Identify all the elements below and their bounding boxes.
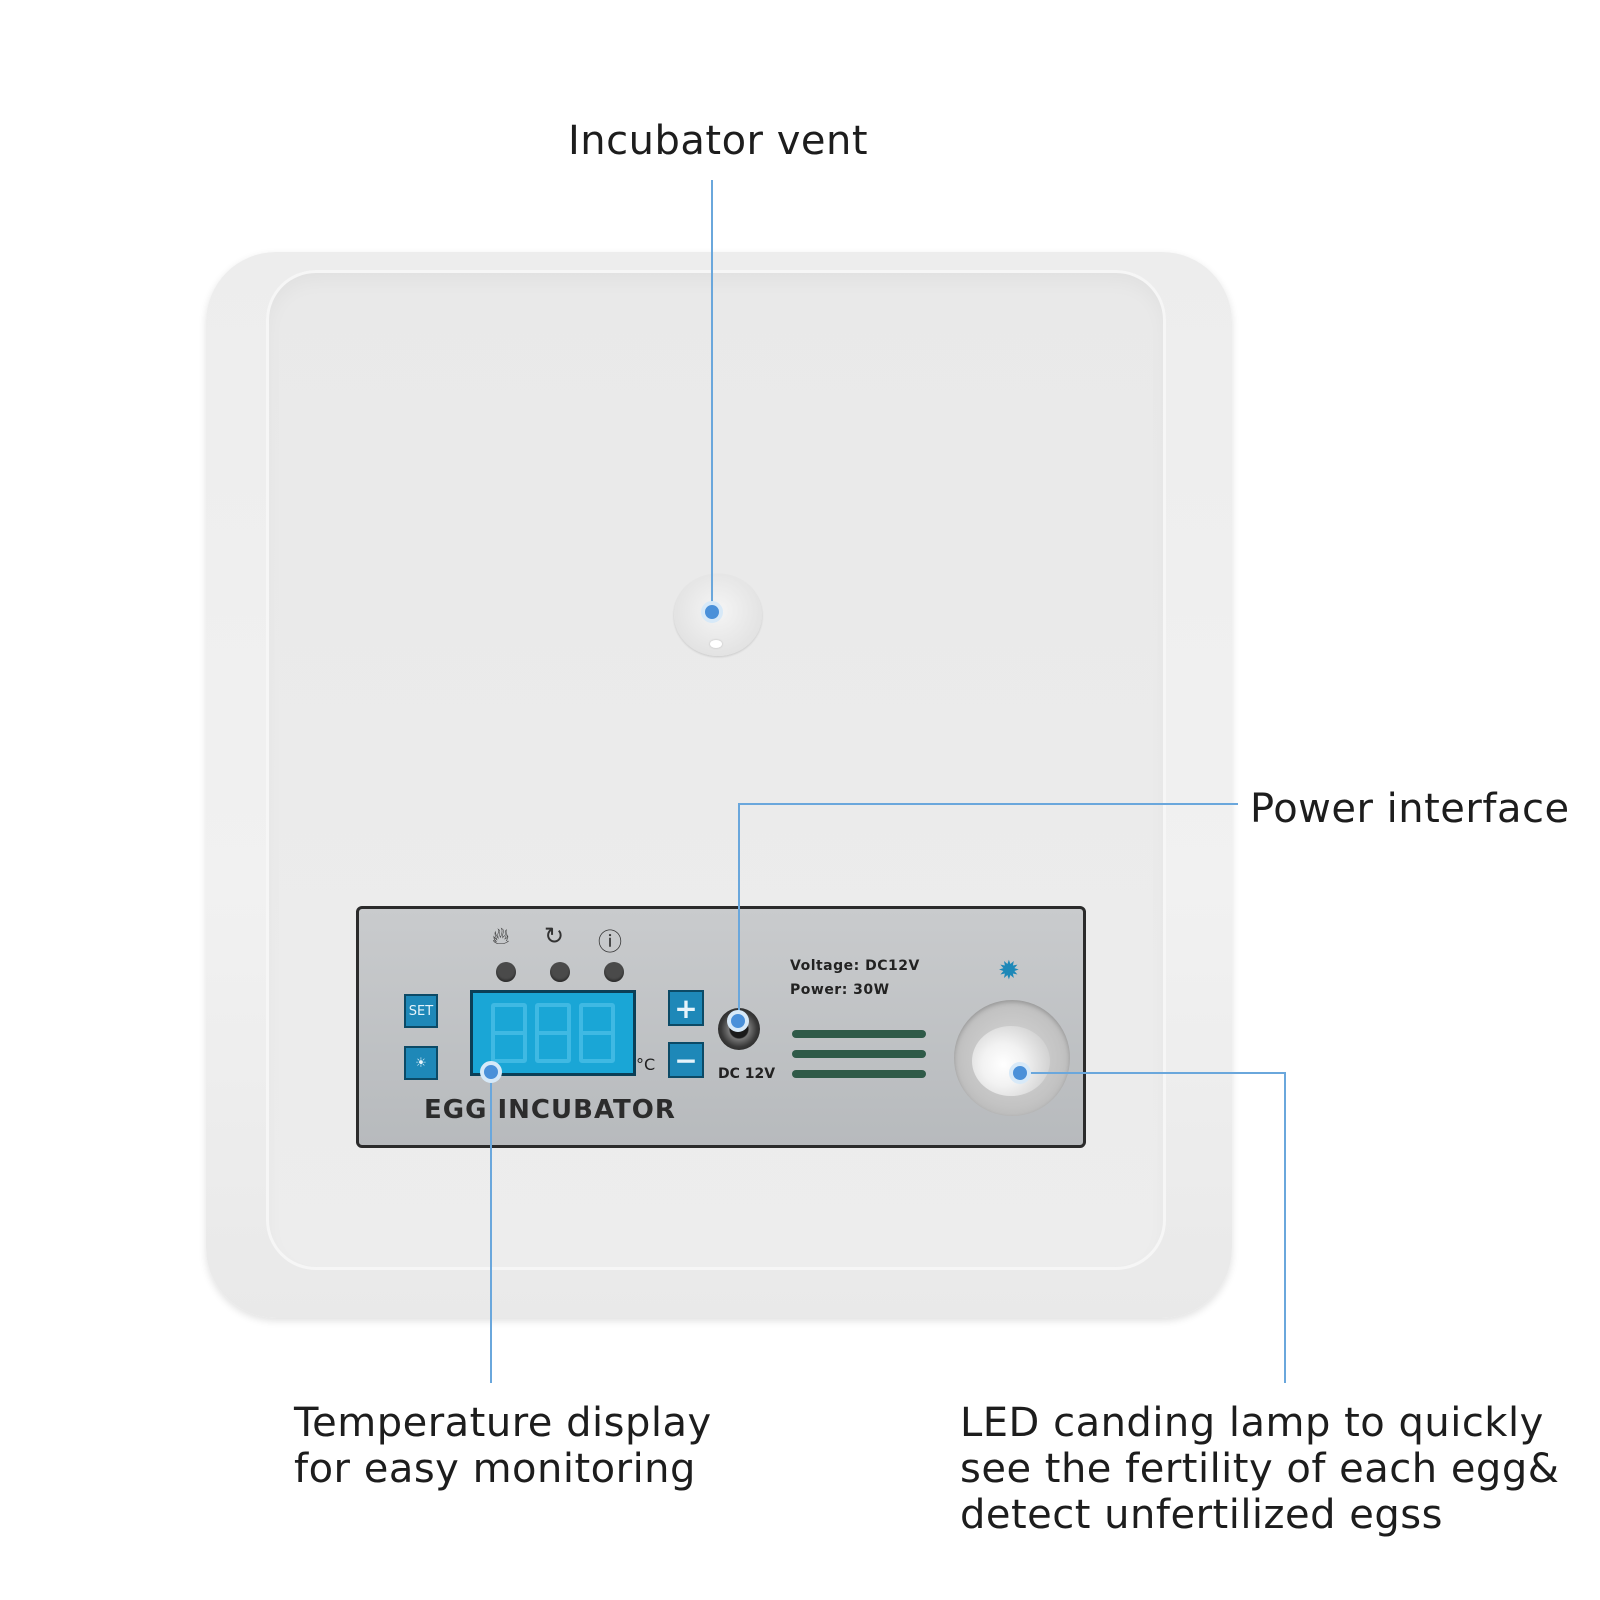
alert-icon: ⓘ [598, 928, 622, 956]
speaker-slot [792, 1050, 926, 1058]
vent-leader-line [711, 180, 713, 610]
vent-marker [701, 601, 723, 623]
turning-indicator [550, 962, 570, 982]
led-leader-line-v [1284, 1072, 1286, 1383]
callout-temperature-line-1: Temperature display [294, 1400, 712, 1446]
minus-button[interactable]: − [668, 1042, 704, 1078]
power-label: Power: 30W [790, 982, 890, 998]
callout-temperature-display: Temperature display for easy monitoring [294, 1400, 712, 1492]
turn-icon: ↻ [544, 922, 565, 950]
callout-led-line-3: detect unfertilized egss [960, 1492, 1443, 1538]
power-leader-line-v [738, 803, 740, 1021]
callout-temperature-line-2: for easy monitoring [294, 1446, 696, 1492]
callout-led-line-2: see the fertility of each egg& [960, 1446, 1560, 1492]
alarm-indicator [604, 962, 624, 982]
light-icon: ☀ [415, 1055, 427, 1071]
flame-icon: 🔥︎ [492, 922, 510, 950]
heating-indicator [496, 962, 516, 982]
callout-led-lamp: LED canding lamp to quickly see the fert… [960, 1400, 1559, 1538]
callout-led-line-1: LED canding lamp to quickly [960, 1400, 1544, 1446]
display-digit [579, 1003, 615, 1063]
candling-lamp[interactable] [972, 1026, 1050, 1096]
voltage-label: Voltage: DC12V [790, 958, 920, 974]
lamp-light-icon: ✹ [998, 956, 1020, 986]
temperature-leader-line [490, 1071, 492, 1383]
brand-label: EGG INCUBATOR [424, 1095, 676, 1125]
display-digit [535, 1003, 571, 1063]
callout-incubator-vent: Incubator vent [568, 118, 869, 164]
speaker-slot [792, 1070, 926, 1078]
power-marker [727, 1010, 749, 1032]
set-button[interactable]: SET [404, 994, 438, 1028]
speaker-slot [792, 1030, 926, 1038]
callout-power-interface: Power interface [1250, 786, 1570, 832]
led-marker [1009, 1062, 1031, 1084]
temperature-display [470, 990, 636, 1076]
vent-hole [710, 640, 722, 648]
temperature-marker [480, 1061, 502, 1083]
power-leader-line-h [738, 803, 1238, 805]
display-digit [491, 1003, 527, 1063]
light-button[interactable]: ☀ [404, 1046, 438, 1080]
power-jack-label: DC 12V [718, 1066, 776, 1082]
temperature-unit: °C [636, 1055, 656, 1074]
plus-button[interactable]: + [668, 990, 704, 1026]
led-leader-line-h [1020, 1072, 1286, 1074]
